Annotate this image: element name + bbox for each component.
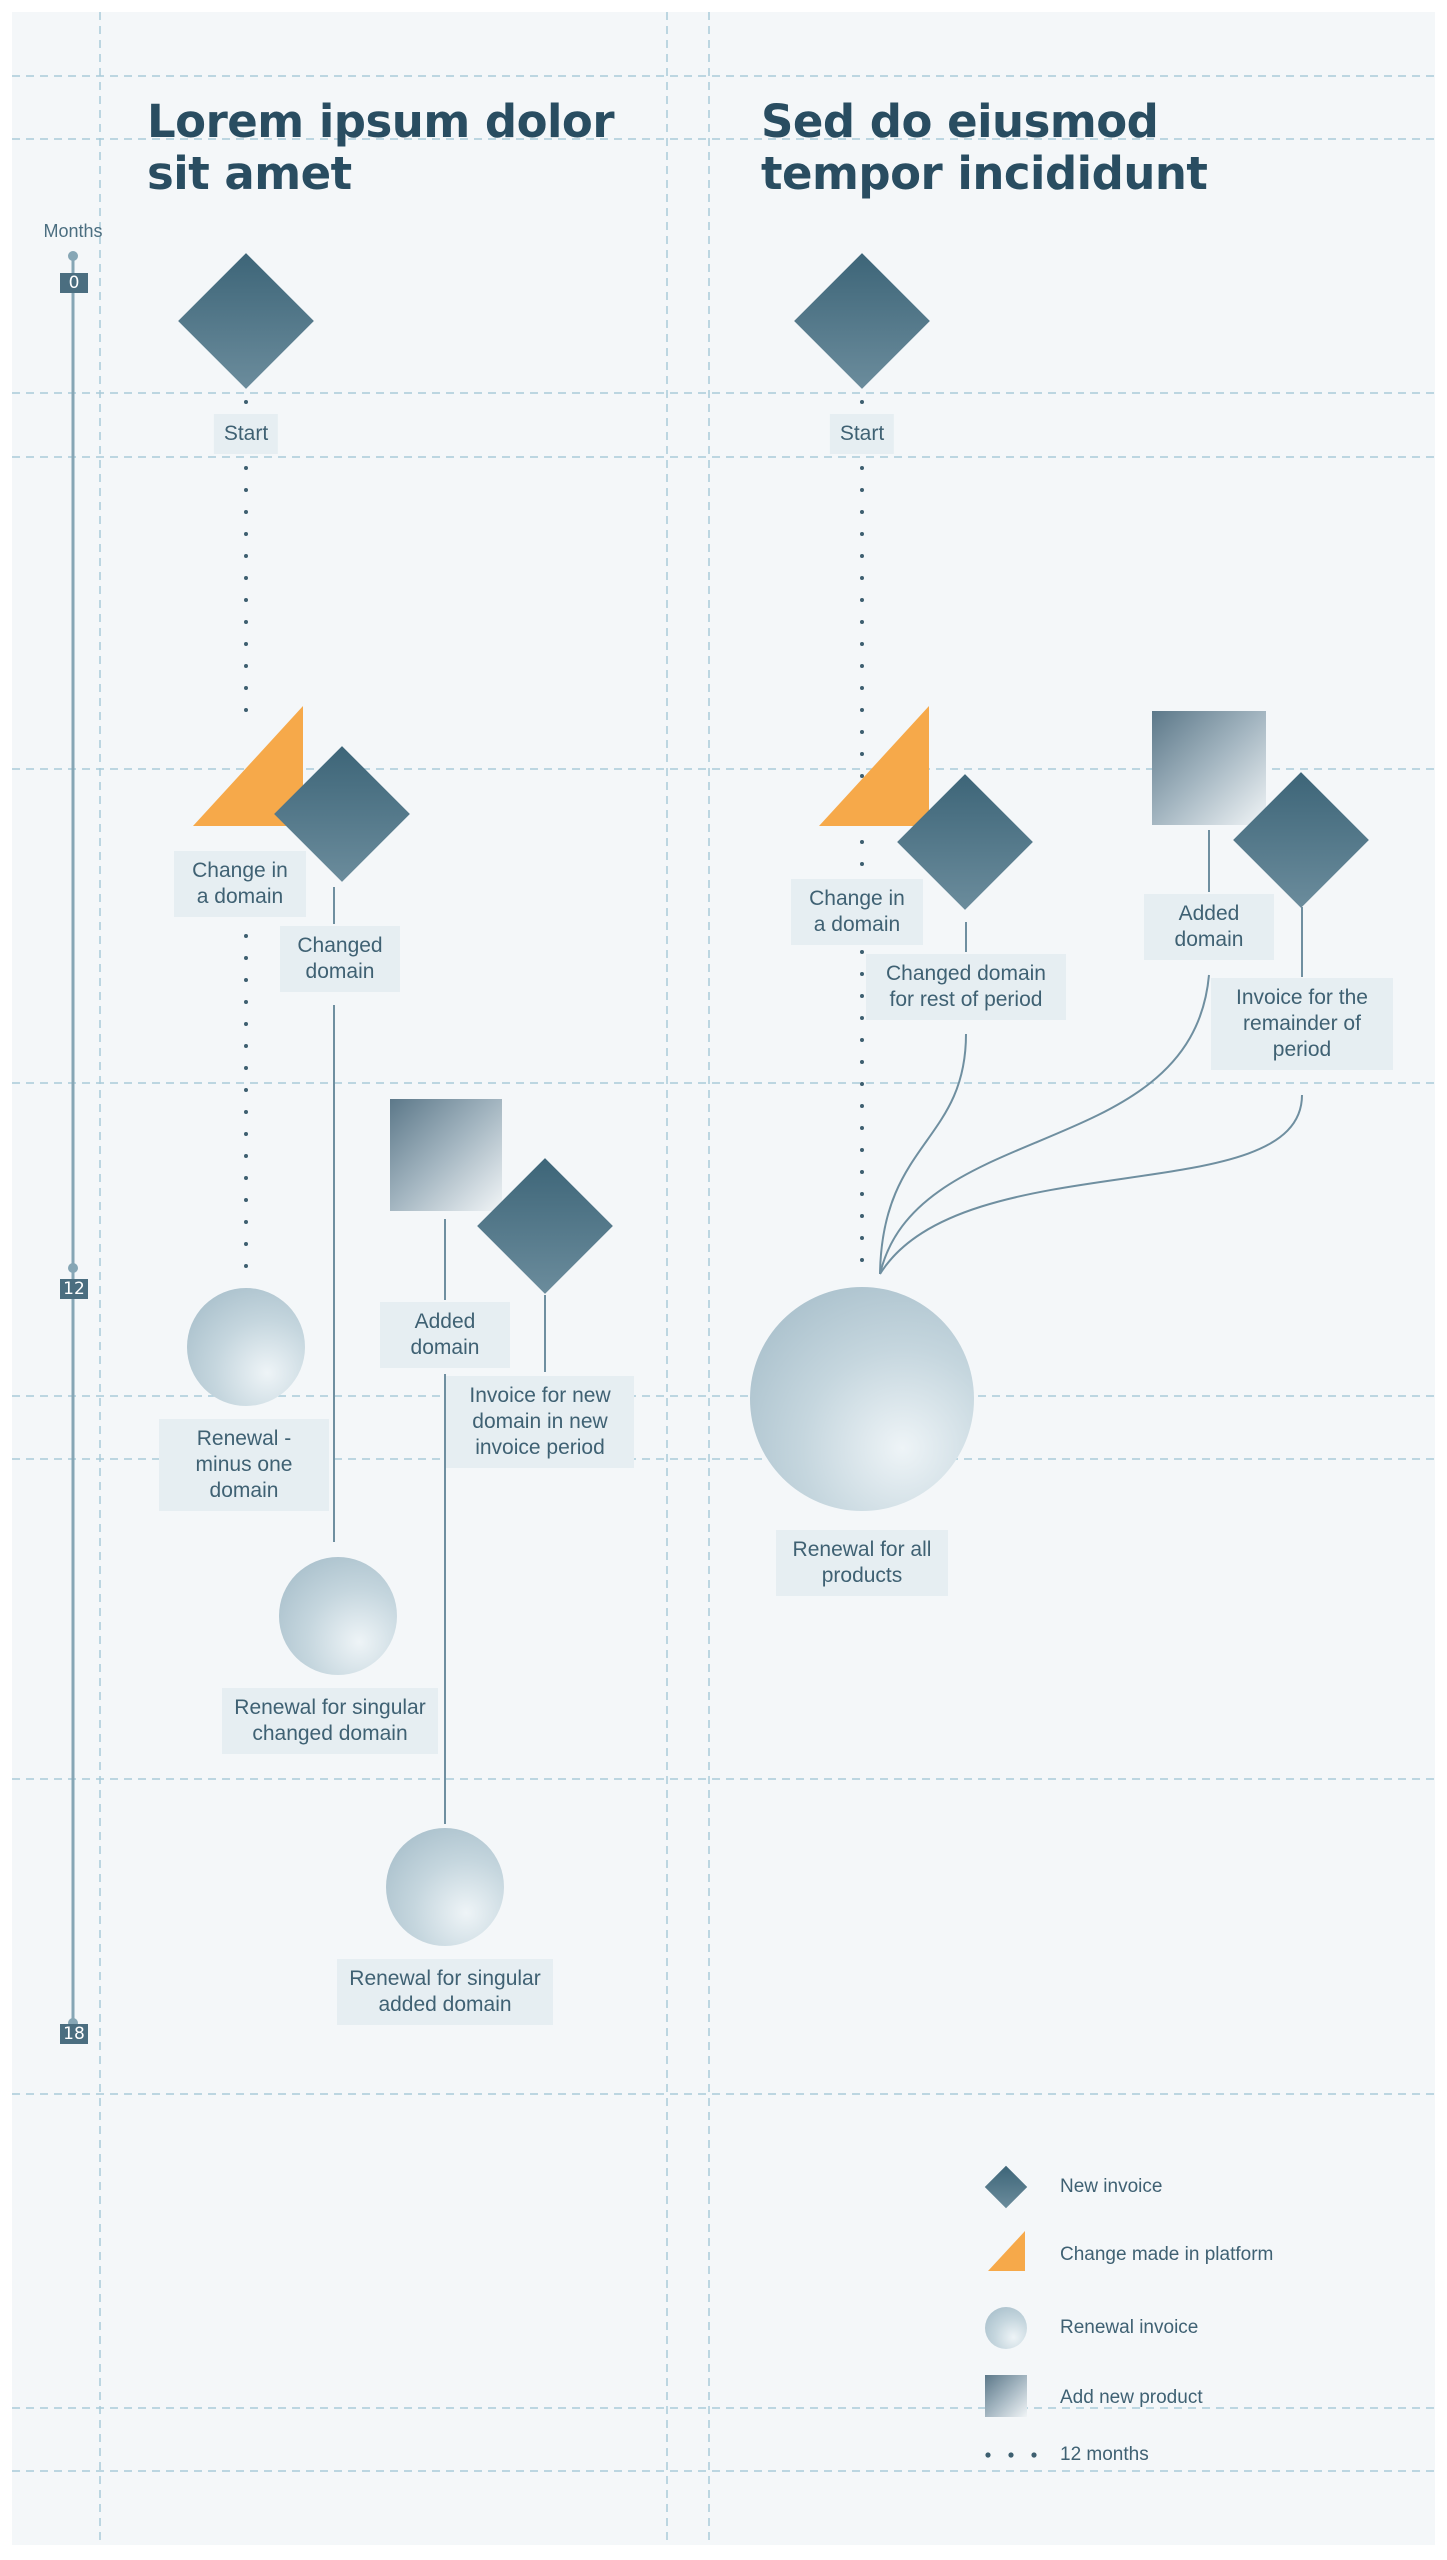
right-start-label: Start	[829, 414, 895, 454]
months-axis-top-dot	[68, 251, 78, 261]
right-change-triangle-icon	[819, 706, 929, 826]
right-invoice-curve	[879, 1094, 1303, 1275]
right-added-square-icon	[1152, 711, 1266, 825]
right-renewal-all-circle-icon	[750, 1287, 974, 1511]
legend-label-12-months: 12 months	[1060, 2444, 1149, 2465]
left-added-square-icon	[390, 1099, 502, 1211]
legend-label-new-invoice: New invoice	[1060, 2176, 1163, 2197]
months-axis-12-dot	[68, 1263, 78, 1273]
right-title: Sed do eiusmod tempor incididunt	[761, 95, 1208, 200]
legend-label-add-product: Add new product	[1060, 2387, 1203, 2408]
right-renewal-all-label: Renewal for all products	[776, 1530, 948, 1596]
right-added-domain-label: Added domain	[1144, 894, 1274, 960]
months-tick-18: 18	[60, 2024, 88, 2044]
legend-label-renewal: Renewal invoice	[1060, 2317, 1199, 2338]
left-invoice-new-domain-label: Invoice for new domain in new invoice pe…	[446, 1376, 634, 1468]
left-renewal-changed-circle-icon	[279, 1557, 397, 1675]
left-renewal-circle-icon	[187, 1288, 305, 1406]
months-axis-title: Months	[43, 221, 103, 241]
connector-lines	[68, 251, 1303, 2028]
legend-circle-icon	[985, 2307, 1027, 2349]
left-added-domain-label: Added domain	[380, 1302, 510, 1368]
diagram-canvas: Lorem ipsum dolor sit amet Sed do eiusmo…	[12, 12, 1435, 2545]
left-title: Lorem ipsum dolor sit amet	[147, 95, 615, 200]
left-start-label: Start	[213, 414, 279, 454]
legend-dots-icon	[985, 2452, 1037, 2458]
legend-triangle-icon	[988, 2231, 1025, 2271]
legend-label-change: Change made in platform	[1060, 2244, 1274, 2265]
months-tick-0: 0	[60, 273, 88, 293]
left-renewal-changed-label: Renewal for singular changed domain	[222, 1688, 438, 1754]
left-renewal-minus-label: Renewal - minus one domain	[159, 1419, 329, 1511]
left-renewal-added-circle-icon	[386, 1828, 504, 1946]
left-renewal-added-label: Renewal for singular added domain	[337, 1959, 553, 2025]
right-added-curve	[879, 974, 1210, 1275]
months-tick-12: 12	[60, 1279, 88, 1299]
left-change-domain-label: Change in a domain	[174, 851, 306, 917]
right-changed-domain-rest-label: Changed domain for rest of period	[866, 954, 1066, 1020]
right-change-domain-label: Change in a domain	[791, 879, 923, 945]
right-changed-curve	[879, 1033, 967, 1275]
left-changed-domain-label: Changed domain	[280, 926, 400, 992]
legend-square-icon	[985, 2375, 1027, 2417]
right-invoice-remainder-label: Invoice for the remainder of period	[1211, 978, 1393, 1070]
grid-guides	[12, 12, 1435, 2545]
